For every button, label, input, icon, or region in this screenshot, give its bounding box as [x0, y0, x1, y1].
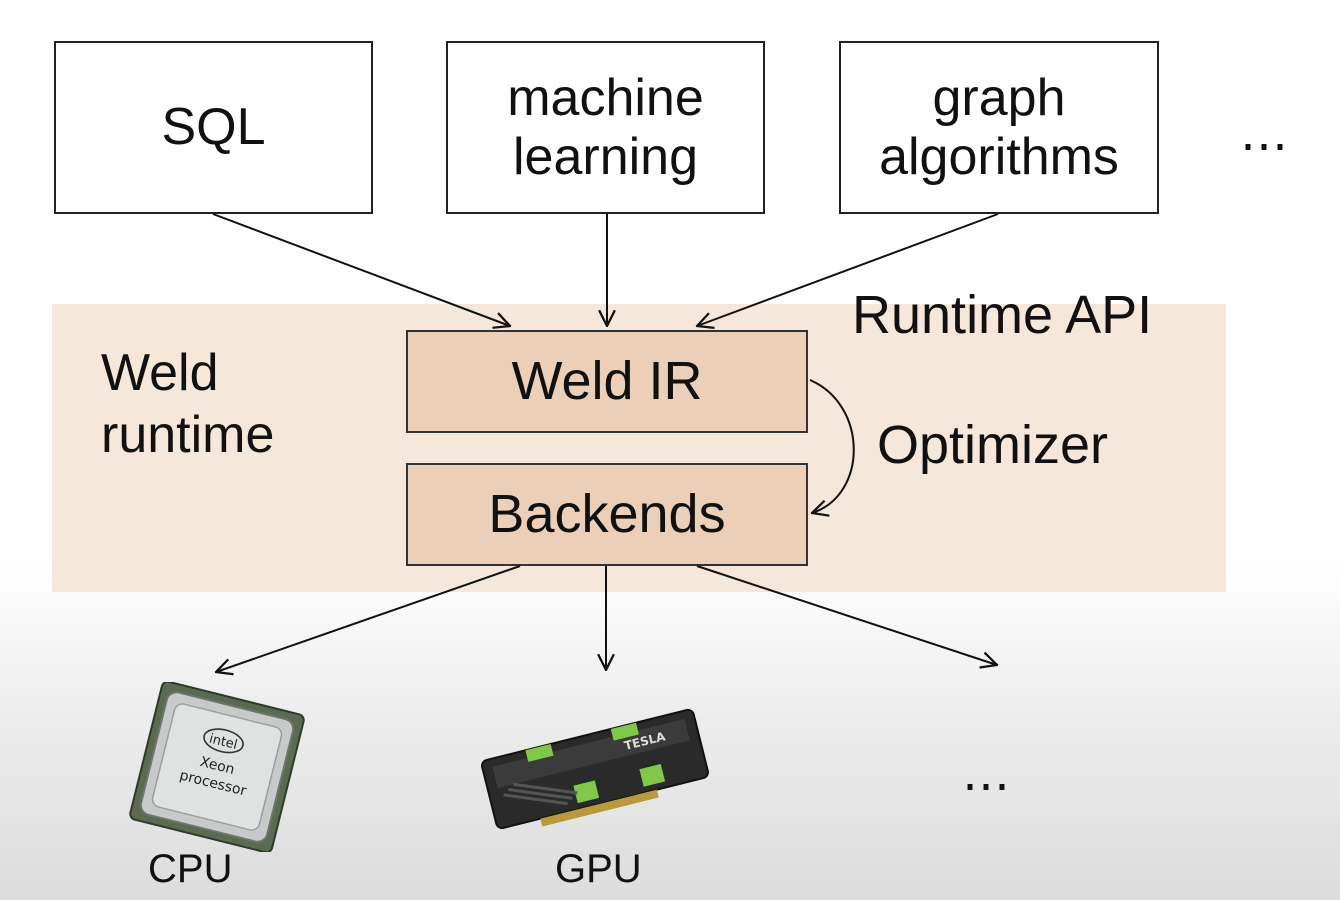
gpu-card-image: TESLA — [481, 708, 709, 830]
runtime-api-label: Runtime API — [852, 285, 1153, 345]
cpu-label: CPU — [148, 847, 233, 891]
sql-to-ir-arrow — [212, 213, 510, 326]
graph-to-ir-arrow — [697, 213, 999, 326]
backends-to-cpu-arrow — [216, 565, 521, 672]
optimizer-loop-arrow — [809, 379, 855, 513]
more-frontends-ellipsis: ⋯ — [1240, 120, 1288, 173]
backends-box: Backends — [406, 463, 808, 566]
weld-ir-label: Weld IR — [511, 351, 703, 412]
machine-learning-label: machine learning — [507, 69, 704, 186]
weld-runtime-label: Weld runtime — [101, 344, 275, 465]
graph-algorithms-box: graph algorithms — [839, 41, 1159, 214]
backends-label: Backends — [488, 484, 726, 545]
backends-to-other-arrow — [696, 565, 997, 665]
gpu-label: GPU — [555, 847, 642, 891]
more-hardware-ellipsis: ⋯ — [962, 760, 1010, 813]
weld-ir-box: Weld IR — [406, 330, 808, 433]
graph-algorithms-label: graph algorithms — [879, 69, 1119, 186]
cpu-chip-image: intel Xeon processor — [129, 682, 305, 852]
cpu-chip-brand: intel — [207, 732, 238, 753]
optimizer-label: Optimizer — [877, 415, 1109, 475]
sql-label: SQL — [161, 98, 266, 157]
sql-box: SQL — [54, 41, 373, 214]
machine-learning-box: machine learning — [446, 41, 765, 214]
